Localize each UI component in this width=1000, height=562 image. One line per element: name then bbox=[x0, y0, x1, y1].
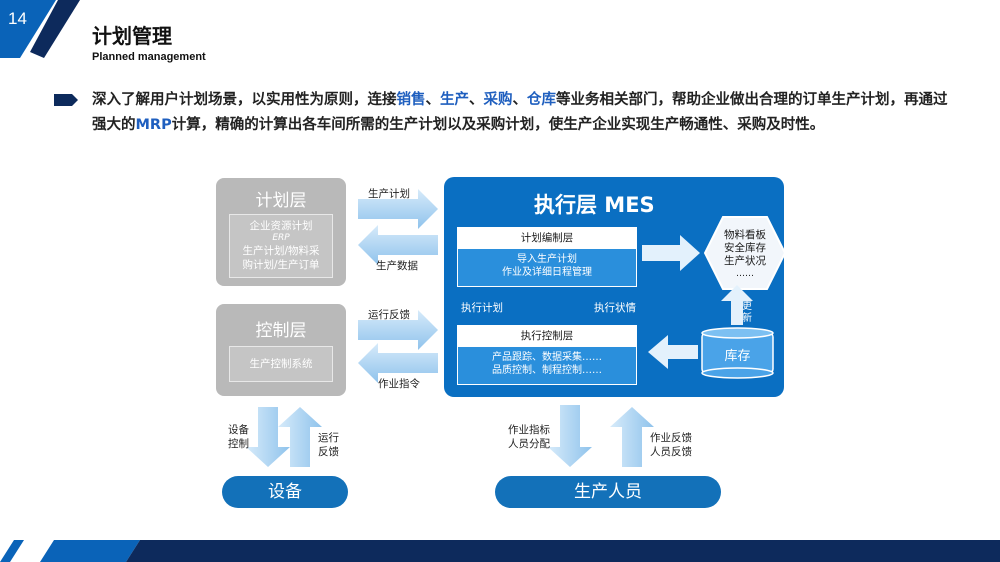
label-production-data: 生产数据 bbox=[376, 260, 418, 272]
arrow-equipment-control bbox=[246, 407, 290, 467]
arrow-work-feedback bbox=[610, 407, 654, 467]
label-work-instruction: 作业指令 bbox=[378, 378, 420, 390]
arrow-production-data bbox=[358, 225, 438, 265]
storage-cylinder-icon bbox=[701, 327, 774, 379]
label-work-feedback: 作业反馈 人员反馈 bbox=[650, 432, 692, 458]
material-board-text: 物料看板 安全库存 生产状况 …… bbox=[724, 229, 766, 279]
highlight-mrp: MRP bbox=[135, 117, 172, 133]
label-production-plan: 生产计划 bbox=[368, 188, 410, 200]
highlight-warehouse: 仓库 bbox=[527, 92, 556, 108]
arrow-work-indicator bbox=[548, 405, 592, 467]
arrow-operation-feedback bbox=[358, 310, 438, 350]
label-run-feedback: 运行 反馈 bbox=[318, 432, 339, 458]
update-label: 更新 bbox=[742, 301, 752, 324]
plan-layer-box: 计划层 企业资源计划 ERP 生产计划/物料采 购计划/生产订单 bbox=[216, 178, 346, 286]
highlight-production: 生产 bbox=[440, 92, 469, 108]
arrow-production-plan bbox=[358, 189, 438, 229]
plan-layer-title: 计划层 bbox=[255, 191, 307, 211]
arrow-to-board bbox=[642, 235, 700, 271]
arrow-from-storage bbox=[648, 335, 698, 369]
arrow-run-feedback bbox=[278, 407, 322, 467]
highlight-sales: 销售 bbox=[396, 92, 426, 108]
mes-title: 执行层 MES bbox=[534, 193, 655, 217]
arrow-update-board bbox=[721, 285, 753, 325]
mes-architecture-diagram: 计划层 企业资源计划 ERP 生产计划/物料采 购计划/生产订单 控制层 生产控… bbox=[210, 175, 800, 520]
label-operation-feedback: 运行反馈 bbox=[368, 309, 410, 321]
material-board-hexagon bbox=[703, 216, 787, 290]
arrow-work-instruction bbox=[358, 343, 438, 383]
page-title: 计划管理 bbox=[92, 24, 172, 48]
planning-compile-layer: 计划编制层 导入生产计划 作业及详细日程管理 bbox=[457, 227, 637, 287]
intro-paragraph: 深入了解用户计划场景，以实用性为原则，连接销售、生产、采购、仓库等业务相关部门，… bbox=[92, 92, 948, 133]
equipment-pill: 设备 bbox=[222, 476, 348, 508]
control-layer-box: 控制层 生产控制系统 bbox=[216, 304, 346, 396]
storage-label: 库存 bbox=[724, 349, 751, 364]
highlight-purchasing: 采购 bbox=[483, 92, 513, 108]
plan-layer-content: 企业资源计划 ERP 生产计划/物料采 购计划/生产订单 bbox=[229, 214, 333, 278]
header-corner-decoration bbox=[0, 0, 80, 58]
exec-status-label: 执行状情 bbox=[594, 302, 636, 314]
execution-control-layer: 执行控制层 产品跟踪、数据采集…… 品质控制、制程控制…… bbox=[457, 325, 637, 385]
bullet-arrow-icon bbox=[54, 94, 78, 106]
footer-band bbox=[0, 540, 1000, 562]
page-number: 14 bbox=[8, 9, 27, 28]
control-layer-title: 控制层 bbox=[255, 321, 307, 341]
exec-plan-label: 执行计划 bbox=[461, 302, 503, 314]
personnel-pill: 生产人员 bbox=[495, 476, 721, 508]
label-work-indicator: 作业指标 人员分配 bbox=[508, 424, 550, 450]
control-layer-content: 生产控制系统 bbox=[229, 346, 333, 382]
label-equipment-control: 设备 控制 bbox=[228, 424, 249, 450]
page-subtitle: Planned management bbox=[92, 51, 206, 63]
diagram-arrows bbox=[246, 189, 753, 467]
